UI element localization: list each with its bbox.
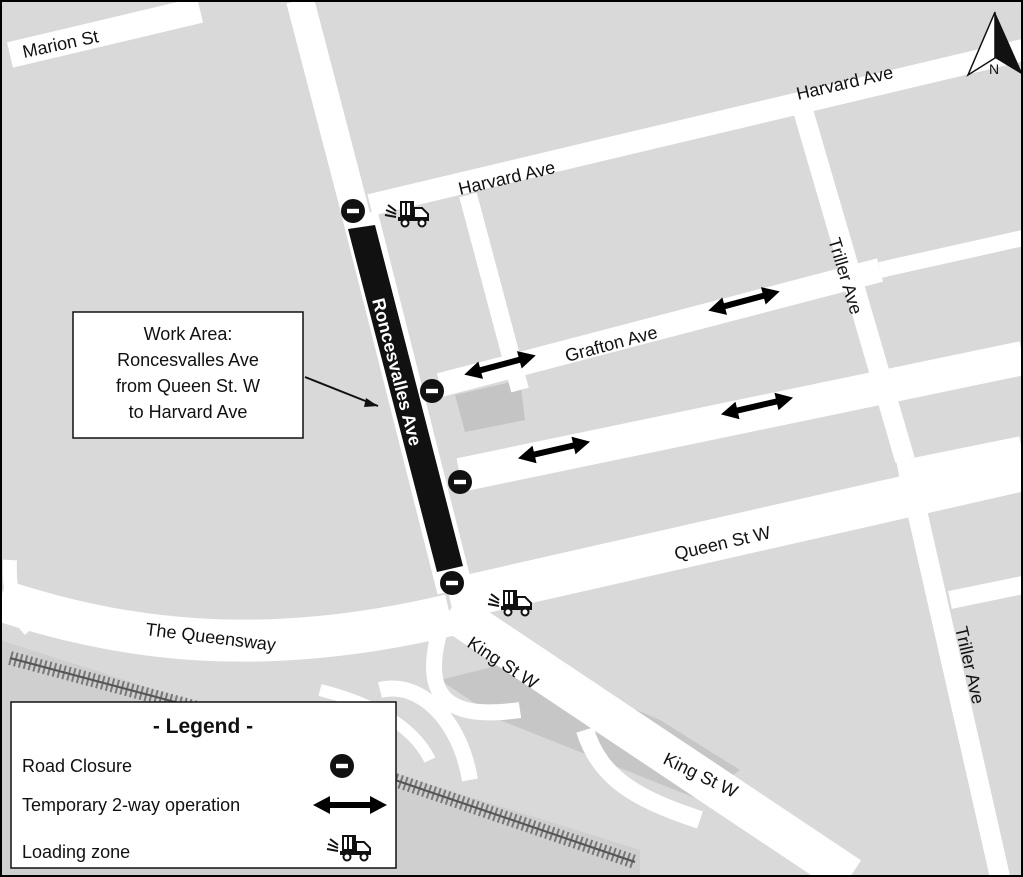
legend-title: - Legend - <box>153 715 253 738</box>
callout-line-4: to Harvard Ave <box>129 402 248 422</box>
callout-line-2: Roncesvalles Ave <box>117 350 259 370</box>
legend-item-road-closure: Road Closure <box>22 756 132 776</box>
road-closure-icon <box>420 379 444 403</box>
north-arrow: N <box>966 11 1023 77</box>
legend-item-two-way: Temporary 2-way operation <box>22 795 240 815</box>
work-area-callout: Work Area: Roncesvalles Ave from Queen S… <box>72 311 379 439</box>
road-closure-icon <box>440 571 464 595</box>
road-closure-icon <box>341 199 365 223</box>
callout-line-1: Work Area: <box>144 324 233 344</box>
legend: - Legend - Road Closure Temporary 2-way … <box>10 701 397 869</box>
north-label: N <box>989 61 999 77</box>
work-area-roncesvalles <box>348 225 463 572</box>
callout-line-3: from Queen St. W <box>116 376 260 396</box>
road-closure-icon <box>448 470 472 494</box>
legend-item-loading-zone: Loading zone <box>22 842 130 862</box>
road-closure-icon <box>330 754 354 778</box>
